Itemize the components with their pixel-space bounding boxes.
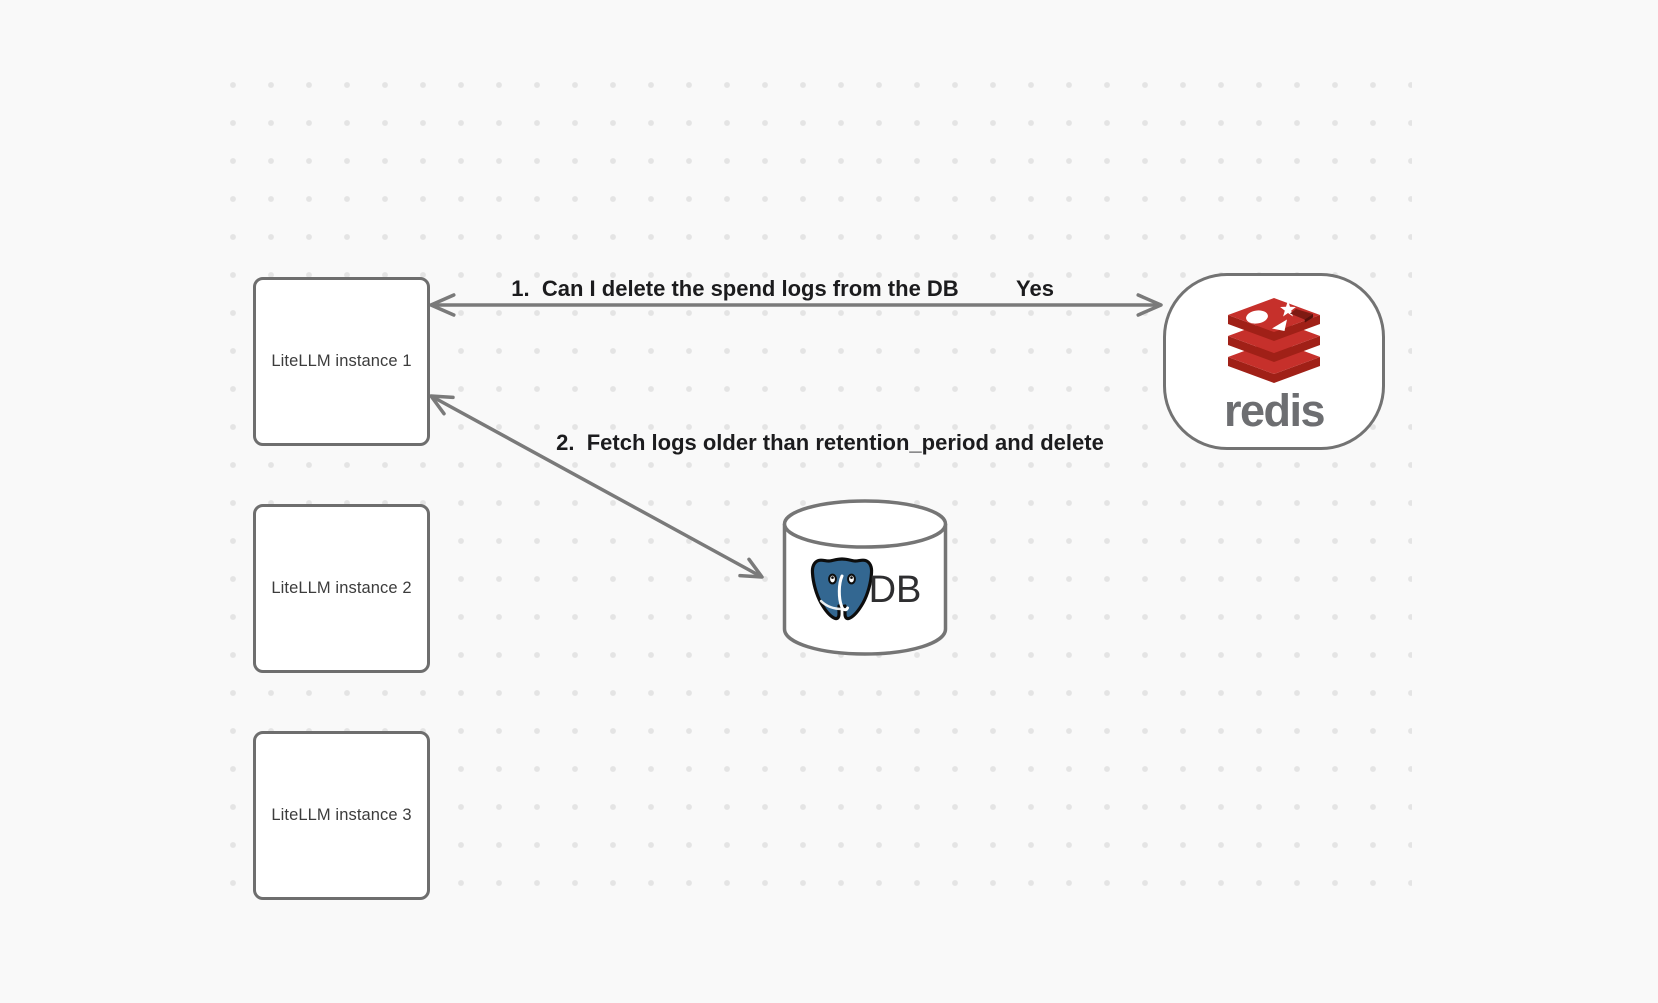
edge-2-arrow[interactable] bbox=[429, 394, 764, 579]
node-litellm-instance-2-label: LiteLLM instance 2 bbox=[271, 579, 412, 597]
node-litellm-instance-3-label: LiteLLM instance 3 bbox=[271, 806, 412, 824]
node-litellm-instance-2[interactable]: LiteLLM instance 2 bbox=[253, 504, 430, 673]
db-label: DB bbox=[868, 569, 922, 611]
redis-wordmark: redis bbox=[1223, 385, 1326, 436]
node-db[interactable]: DB bbox=[780, 498, 950, 658]
postgresql-elephant-icon bbox=[810, 557, 873, 621]
redis-stack-icon bbox=[1228, 298, 1320, 383]
edge-1-label: 1. Can I delete the spend logs from the … bbox=[511, 276, 959, 301]
edge-2-label: 2. Fetch logs older than retention_perio… bbox=[556, 430, 1104, 455]
edge-1-arrow[interactable] bbox=[429, 293, 1163, 317]
node-litellm-instance-3[interactable]: LiteLLM instance 3 bbox=[253, 731, 430, 900]
node-litellm-instance-1[interactable]: LiteLLM instance 1 bbox=[253, 277, 430, 446]
node-litellm-instance-1-label: LiteLLM instance 1 bbox=[271, 352, 412, 370]
edge-1-reply-label: Yes bbox=[1016, 276, 1054, 301]
node-redis[interactable]: redis bbox=[1163, 273, 1385, 450]
